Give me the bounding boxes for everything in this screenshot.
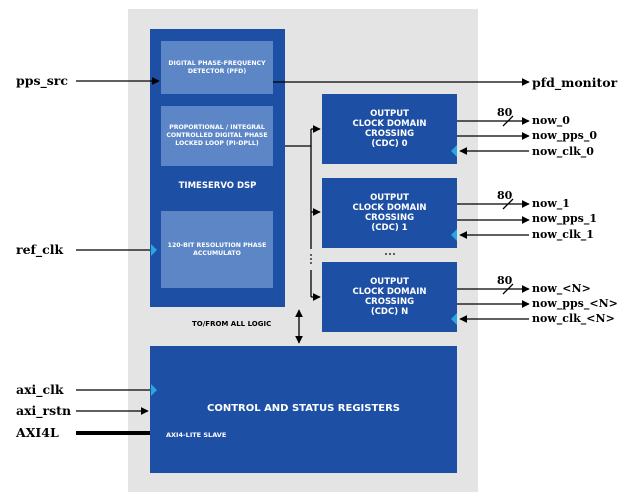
cdc-n-line2: CLOCK DOMAIN bbox=[352, 287, 427, 297]
csr-title: CONTROL AND STATUS REGISTERS bbox=[206, 403, 401, 414]
now-n-label: now_<N> bbox=[532, 282, 591, 295]
bus-width-n: 80 bbox=[497, 274, 513, 287]
bus-width-0: 80 bbox=[497, 106, 513, 119]
cdc-1-line2: CLOCK DOMAIN bbox=[352, 203, 427, 213]
phase-accumulator-label: 120-BIT RESOLUTION PHASE ACCUMULATO bbox=[167, 241, 267, 257]
phase-accumulator-block: 120-BIT RESOLUTION PHASE ACCUMULATO bbox=[161, 211, 273, 288]
pfd-monitor-label: pfd_monitor bbox=[532, 75, 618, 90]
pi-dpll-label: PROPORTIONAL / INTEGRAL CONTROLLED DIGIT… bbox=[166, 124, 268, 147]
now-clk-n-label: now_clk_<N> bbox=[532, 312, 615, 325]
now-clk-0-label: now_clk_0 bbox=[532, 145, 594, 158]
now-0-label: now_0 bbox=[532, 114, 570, 127]
cdc-block-0: OUTPUT CLOCK DOMAIN CROSSING (CDC) 0 bbox=[322, 94, 457, 164]
now-pps-n-label: now_pps_<N> bbox=[532, 297, 618, 310]
ref-clk-label: ref_clk bbox=[16, 242, 64, 257]
now-pps-0-label: now_pps_0 bbox=[532, 129, 598, 142]
cdc-n-line3: CROSSING bbox=[364, 297, 415, 307]
cdc-0-line3: CROSSING bbox=[364, 129, 415, 139]
cdc-1-line3: CROSSING bbox=[364, 213, 415, 223]
cdc-1-line4: (CDC) 1 bbox=[371, 223, 408, 233]
bus-width-1: 80 bbox=[497, 189, 513, 202]
to-from-all-logic-label: TO/FROM ALL LOGIC bbox=[192, 320, 272, 328]
now-pps-1-label: now_pps_1 bbox=[532, 212, 598, 225]
axi-clk-marker bbox=[151, 384, 157, 396]
axi-clk-label: axi_clk bbox=[16, 382, 64, 397]
pfd-label: DIGITAL PHASE-FREQUENCY DETECTOR (PFD) bbox=[168, 59, 266, 75]
cdc-0-line4: (CDC) 0 bbox=[371, 139, 408, 149]
control-status-registers-block: CONTROL AND STATUS REGISTERS AXI4-LITE S… bbox=[150, 346, 457, 473]
cdc-n-line4: (CDC) N bbox=[370, 307, 409, 317]
ref-clk-marker bbox=[151, 244, 157, 256]
pps-src-label: pps_src bbox=[16, 73, 69, 88]
pi-dpll-block: PROPORTIONAL / INTEGRAL CONTROLLED DIGIT… bbox=[161, 106, 273, 166]
cdc-n-line1: OUTPUT bbox=[370, 277, 409, 287]
cdc-1-line1: OUTPUT bbox=[370, 193, 409, 203]
cdc-0-line1: OUTPUT bbox=[370, 109, 409, 119]
csr-subtitle: AXI4-LITE SLAVE bbox=[166, 431, 227, 439]
now-clk-1-label: now_clk_1 bbox=[532, 228, 594, 241]
now-clk-0-marker bbox=[451, 145, 457, 157]
axi-rstn-label: axi_rstn bbox=[16, 403, 72, 418]
now-clk-1-marker bbox=[451, 229, 457, 241]
now-clk-n-marker bbox=[451, 313, 457, 325]
timeservo-dsp-title: TIMESERVO DSP bbox=[178, 181, 257, 191]
cdc-0-line2: CLOCK DOMAIN bbox=[352, 119, 427, 129]
now-1-label: now_1 bbox=[532, 197, 570, 210]
pfd-block: DIGITAL PHASE-FREQUENCY DETECTOR (PFD) bbox=[161, 41, 273, 94]
axi4l-label: AXI4L bbox=[16, 425, 59, 440]
cdc-block-1: OUTPUT CLOCK DOMAIN CROSSING (CDC) 1 bbox=[322, 178, 457, 248]
cdc-block-n: OUTPUT CLOCK DOMAIN CROSSING (CDC) N bbox=[322, 262, 457, 332]
